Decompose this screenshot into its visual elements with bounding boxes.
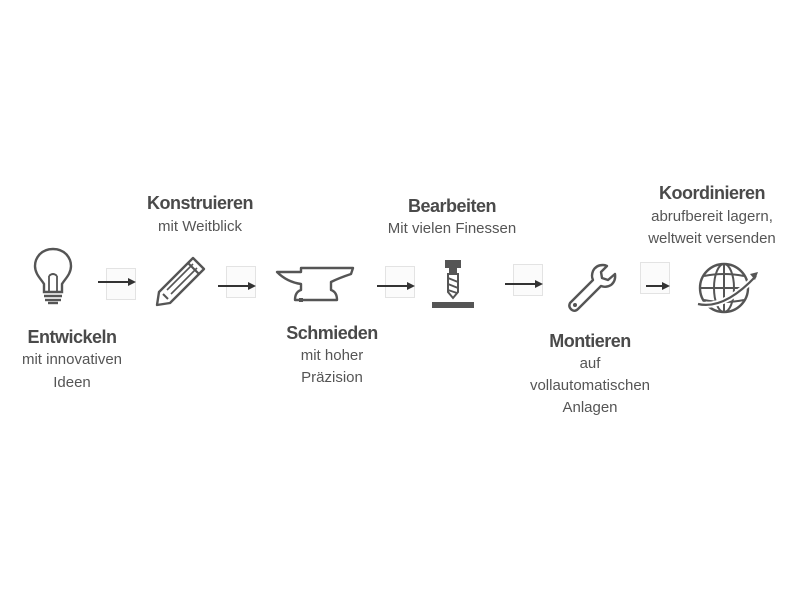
step-sub-bearbeiten-1: Mit vielen Finessen: [387, 220, 517, 237]
globe-icon: [697, 262, 759, 314]
arrow-right-icon: [505, 264, 547, 298]
anvil-icon: [275, 266, 355, 302]
wrench-icon: [568, 263, 617, 312]
arrow-right-icon: [218, 266, 260, 300]
arrow-right-icon: [98, 268, 140, 302]
arrow-right-icon: [377, 266, 419, 300]
step-sub-montieren-3: Anlagen: [562, 399, 618, 416]
step-sub-montieren-2: vollautomatischen: [529, 377, 651, 394]
step-sub-konstruieren-1: mit Weitblick: [158, 218, 242, 235]
step-title-koordinieren: Koordinieren: [658, 183, 766, 203]
step-sub-entwickeln-2: Ideen: [53, 374, 91, 391]
drill-icon: [432, 260, 474, 308]
step-sub-schmieden-1: mit hoher: [300, 347, 364, 364]
arrow-right-icon: [632, 262, 674, 296]
step-sub-montieren-1: auf: [579, 355, 601, 372]
step-title-entwickeln: Entwickeln: [27, 327, 117, 347]
step-sub-schmieden-2: Präzision: [301, 369, 363, 386]
lightbulb-icon: [33, 247, 73, 305]
step-title-konstruieren: Konstruieren: [146, 193, 254, 213]
step-title-schmieden: Schmieden: [286, 323, 378, 343]
step-title-montieren: Montieren: [549, 331, 631, 351]
pencil-icon: [155, 256, 206, 307]
step-title-bearbeiten: Bearbeiten: [407, 196, 497, 216]
step-sub-entwickeln-1: mit innovativen: [21, 351, 123, 368]
step-sub-koordinieren-2: weltweit versenden: [648, 230, 776, 247]
step-sub-koordinieren-1: abrufbereit lagern,: [651, 208, 773, 225]
